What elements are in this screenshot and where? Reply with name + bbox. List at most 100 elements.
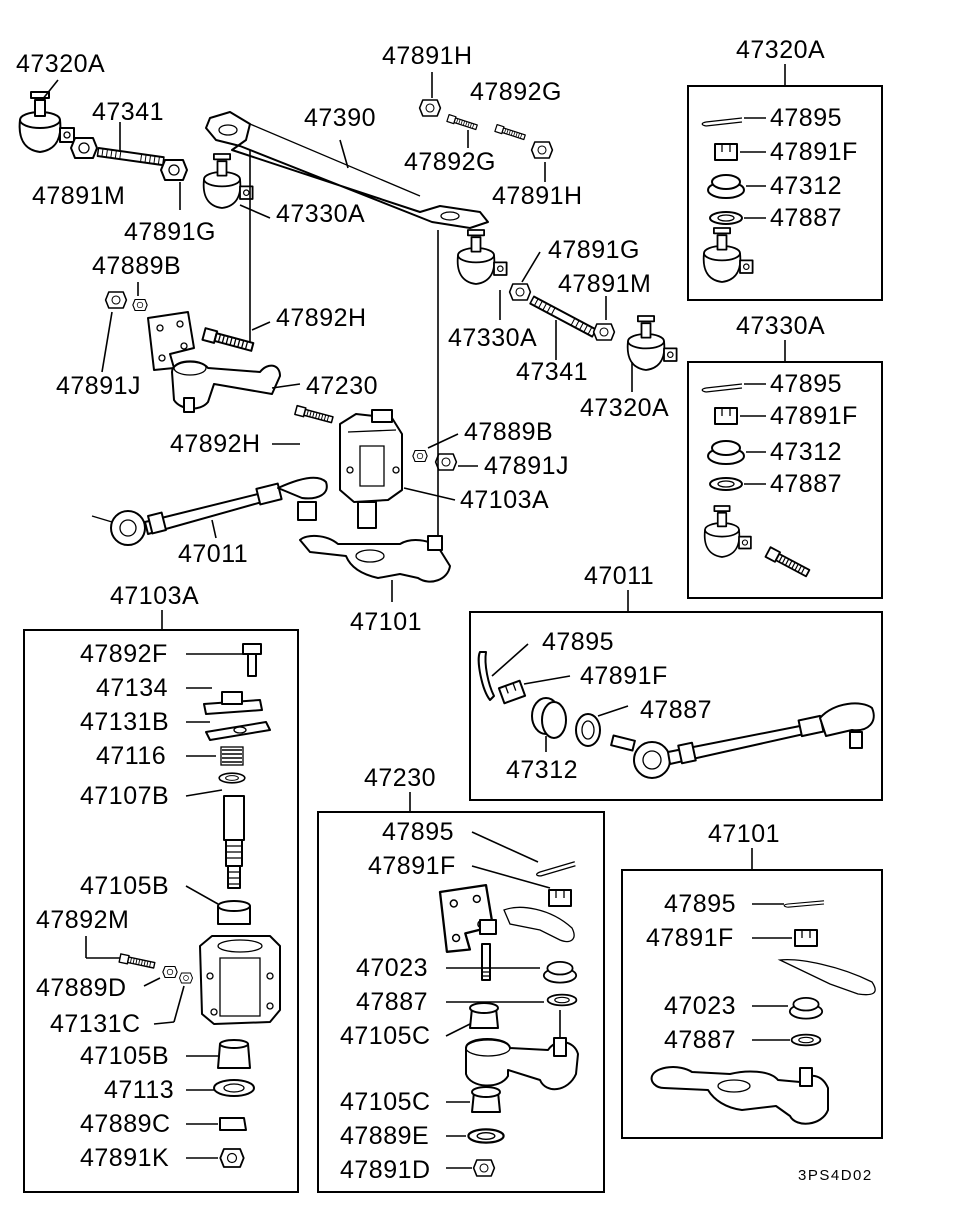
box-47011-ring: [575, 713, 601, 747]
box-47103A: 47103A 47892F 47134 47131B 47116 47107B: [23, 582, 299, 1193]
ball-joint-47320A-left: [18, 91, 76, 153]
box-47103A-sector-shaft: [223, 795, 245, 889]
box-47230-item-a: 47895: [382, 818, 454, 846]
label-47889B-top: 47889B: [92, 252, 181, 280]
box-47330A: 47330A 47895 47891F 47312 47887: [687, 312, 883, 599]
box-47230-item-e: 47105C: [340, 1022, 431, 1050]
box-47330A-title: 47330A: [736, 312, 825, 340]
box-47103A-item-k: 47113: [104, 1076, 174, 1104]
bolt-47892H-top: [201, 327, 255, 354]
box-47320A-item-c: 47312: [770, 172, 842, 200]
box-47230-item-g: 47889E: [340, 1122, 429, 1150]
box-47103A-item-a: 47892F: [80, 640, 168, 668]
label-47390: 47390: [304, 104, 376, 132]
label-47103A: 47103A: [460, 486, 549, 514]
box-47103A-item-c: 47131B: [80, 708, 169, 736]
label-47320A-top: 47320A: [16, 50, 105, 78]
tie-rod-47011: [91, 476, 328, 546]
box-47103A-item-f: 47105B: [80, 872, 169, 900]
box-47101: 47101 47895 47891F 47023 47887: [621, 820, 883, 1139]
box-47230-item-b: 47891F: [368, 852, 456, 880]
bolt-47892G-mid: [494, 123, 527, 142]
ball-joint-47320A-right: [626, 315, 678, 371]
label-47892H-mid: 47892H: [170, 430, 261, 458]
label-47891H-mid: 47891H: [492, 182, 583, 210]
label-47892G-mid: 47892G: [404, 148, 496, 176]
label-47891J-left: 47891J: [56, 372, 141, 400]
box-47103A-item-j: 47105B: [80, 1042, 169, 1070]
box-47330A-item-d: 47887: [770, 470, 842, 498]
box-47011-boot: [531, 697, 567, 739]
box-47230-idler-arm: [465, 1037, 579, 1090]
label-47891M-top: 47891M: [32, 182, 125, 210]
nut-47891G-right: [508, 283, 532, 301]
box-47103A-item-e: 47107B: [80, 782, 169, 810]
gearbox-47103A: [339, 409, 403, 529]
label-47892H-top: 47892H: [276, 304, 367, 332]
box-47011: 47011 47895 47891F 47312 47887: [469, 562, 883, 801]
box-47103A-item-h: 47889D: [36, 974, 127, 1002]
label-47330A-top: 47330A: [276, 200, 365, 228]
label-47341-right: 47341: [516, 358, 588, 386]
box-47103A-item-m: 47891K: [80, 1144, 169, 1172]
nut-47891H-mid: [530, 141, 554, 159]
box-47011-item-a: 47895: [542, 628, 614, 656]
box-47101-item-c: 47023: [664, 992, 736, 1020]
nut-47891G-left: [160, 159, 188, 181]
box-47330A-item-b: 47891F: [770, 402, 858, 430]
box-47330A-item-a: 47895: [770, 370, 842, 398]
washer-47889B-left: [132, 298, 148, 312]
box-47011-item-d: 47312: [506, 756, 578, 784]
box-47101-pitman-arm: [650, 1066, 829, 1125]
box-47103A-item-l: 47889C: [80, 1110, 171, 1138]
idler-arm-47230: [171, 360, 281, 413]
bolt-47892H-mid: [294, 404, 335, 425]
label-47891G-top: 47891G: [124, 218, 216, 246]
label-47230: 47230: [306, 372, 378, 400]
box-47103A-title: 47103A: [110, 582, 199, 610]
box-47320A-title: 47320A: [736, 36, 825, 64]
nut-47891H-top: [418, 99, 442, 117]
label-47891G-right: 47891G: [548, 236, 640, 264]
box-47011-title: 47011: [584, 562, 654, 590]
washer-47889B-mid: [412, 449, 428, 463]
main-exploded-view: [18, 72, 678, 602]
label-47892G-top: 47892G: [470, 78, 562, 106]
box-47103A-item-g: 47892M: [36, 906, 129, 934]
box-47103A-item-d: 47116: [96, 742, 166, 770]
label-47330A-right: 47330A: [448, 324, 537, 352]
box-47101-item-a: 47895: [664, 890, 736, 918]
box-47011-tie-rod: [610, 702, 875, 779]
label-47889B-mid: 47889B: [464, 418, 553, 446]
ball-joint-47330A-upper: [202, 153, 254, 209]
box-47011-item-c: 47887: [640, 696, 712, 724]
ball-joint-47330A-right: [456, 229, 508, 285]
pitman-arm-47101: [299, 534, 451, 583]
box-47103A-housing: [199, 935, 281, 1025]
box-47330A-item-c: 47312: [770, 438, 842, 466]
label-47320A-right: 47320A: [580, 394, 669, 422]
box-47011-item-b: 47891F: [580, 662, 668, 690]
box-47320A-item-d: 47887: [770, 204, 842, 232]
adjusting-tube-47341-left: [96, 147, 165, 167]
bolt-47892G-top: [446, 113, 479, 132]
label-47891M-right: 47891M: [558, 270, 651, 298]
box-47230-item-h: 47891D: [340, 1156, 431, 1184]
nut-47891J-left: [104, 291, 128, 309]
box-47230-item-d: 47887: [356, 988, 428, 1016]
box-47320A: 47320A 47895 47891F 47312 47887: [687, 36, 883, 301]
box-47230-title: 47230: [364, 764, 436, 792]
box-47230-item-c: 47023: [356, 954, 428, 982]
label-47891H-top: 47891H: [382, 42, 473, 70]
main-view-labels: 47320A 47341 47891M 47891G 47390 47891H …: [16, 42, 669, 636]
label-47341-top: 47341: [92, 98, 164, 126]
box-47101-item-b: 47891F: [646, 924, 734, 952]
box-47103A-item-b: 47134: [96, 674, 168, 702]
box-47230-item-f: 47105C: [340, 1088, 431, 1116]
diagram-code: 3PS4D02: [798, 1167, 873, 1184]
nut-47891M-left: [70, 137, 98, 159]
box-47101-item-d: 47887: [664, 1026, 736, 1054]
box-47103A-item-i: 47131C: [50, 1010, 141, 1038]
nut-47891M-right: [592, 323, 616, 341]
box-47101-title: 47101: [708, 820, 780, 848]
